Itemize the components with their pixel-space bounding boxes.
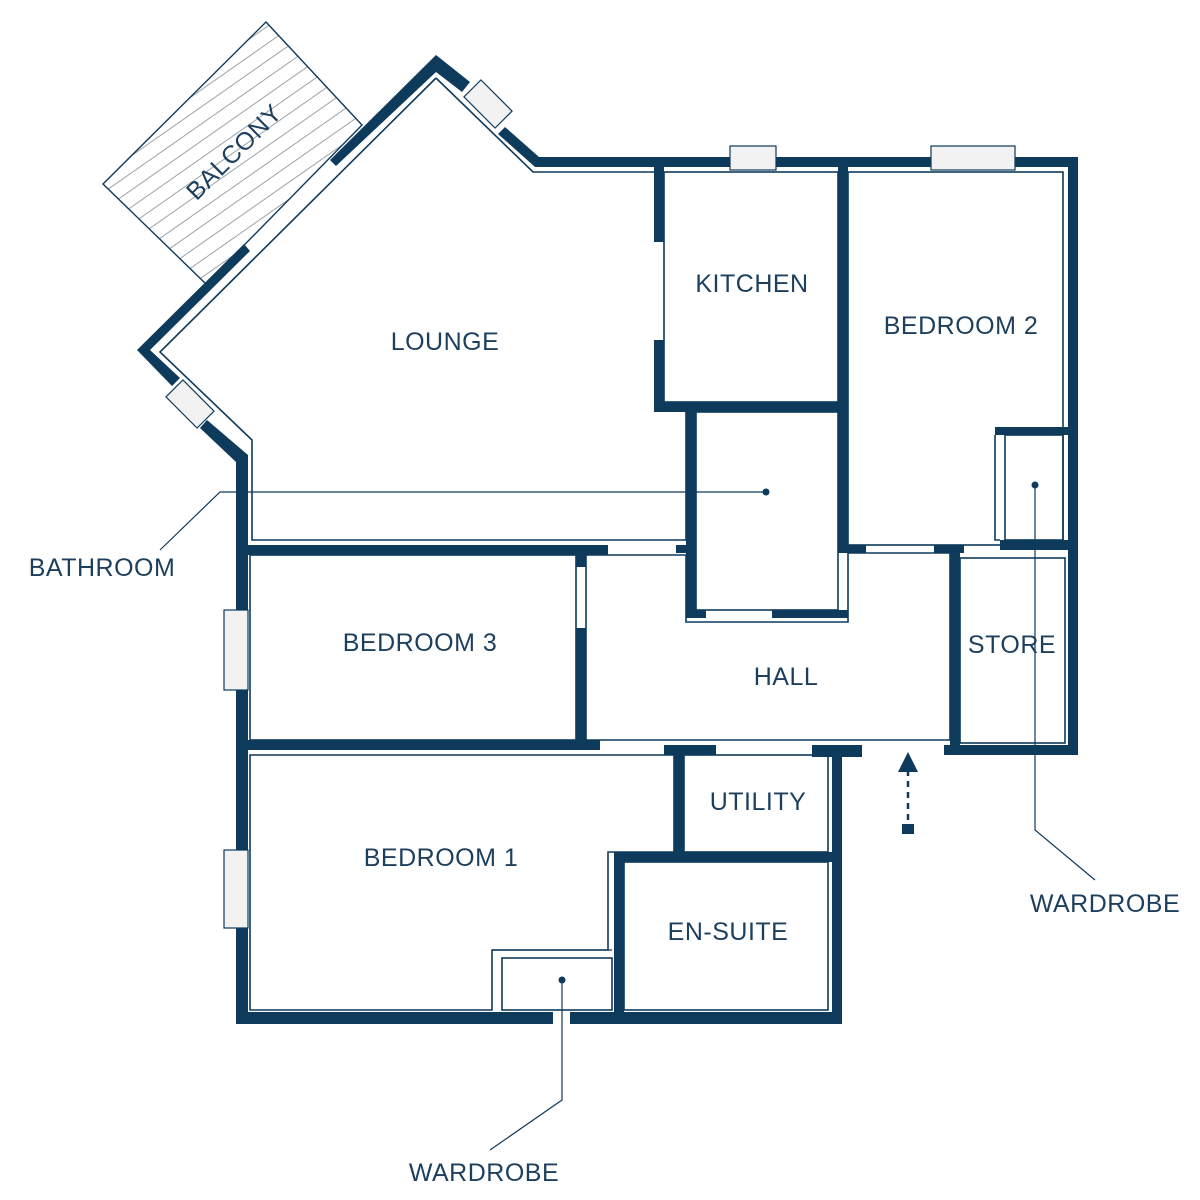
label-lounge: LOUNGE — [391, 328, 500, 356]
label-hall: HALL — [754, 663, 819, 691]
label-wardrobe-bottom: WARDROBE — [409, 1159, 559, 1187]
label-bedroom-3: BEDROOM 3 — [343, 629, 498, 657]
label-store: STORE — [968, 631, 1056, 659]
room-outlines — [158, 77, 1066, 1011]
label-bedroom-1: BEDROOM 1 — [364, 844, 519, 872]
windows — [165, 79, 1016, 929]
label-wardrobe-right: WARDROBE — [1030, 890, 1180, 918]
label-bedroom-2: BEDROOM 2 — [884, 312, 1039, 340]
entrance-arrow-icon — [898, 752, 918, 834]
label-en-suite: EN-SUITE — [668, 918, 789, 946]
outer-walls — [137, 55, 1078, 1024]
interior-walls — [248, 167, 1068, 1022]
label-bathroom: BATHROOM — [29, 554, 176, 582]
label-utility: UTILITY — [710, 788, 807, 816]
leader-lines — [159, 481, 1096, 1151]
label-kitchen: KITCHEN — [695, 270, 808, 298]
